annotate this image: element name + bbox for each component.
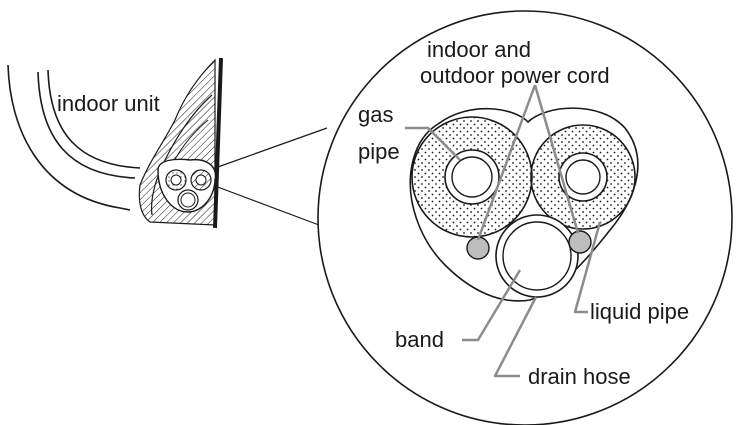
label-band: band [395,327,444,352]
label-power-cord-line2: outdoor power cord [420,63,610,88]
label-power-cord-line1: indoor and [427,37,531,62]
label-gas-line1: gas [358,102,394,127]
unit-casing-inner2 [47,69,141,169]
label-gas-line2: pipe [358,139,400,164]
leader-band [462,269,522,342]
gas-pipe-bore [451,156,493,198]
leader-gas-pipe [405,126,461,161]
liquid-pipe-bore [565,159,601,195]
label-indoor-unit: indoor unit [57,91,160,116]
unit-casing-outer [7,64,131,211]
leader-power-cord-right [533,84,580,234]
zoom-connector [214,127,328,229]
indoor-unit-drawing [7,57,223,229]
leader-liquid-pipe [573,221,602,314]
unit-casing-inner [37,71,136,179]
power-cord-right [568,230,592,254]
power-cord-left [466,236,490,260]
label-drain-hose: drain hose [528,364,631,389]
label-liquid-pipe: liquid pipe [590,299,690,324]
leader-drain-hose [493,296,538,378]
leader-lines [405,84,602,378]
wall-line [213,57,223,229]
leader-power-cord-left [476,84,537,241]
drain-hose-inner [502,221,572,291]
